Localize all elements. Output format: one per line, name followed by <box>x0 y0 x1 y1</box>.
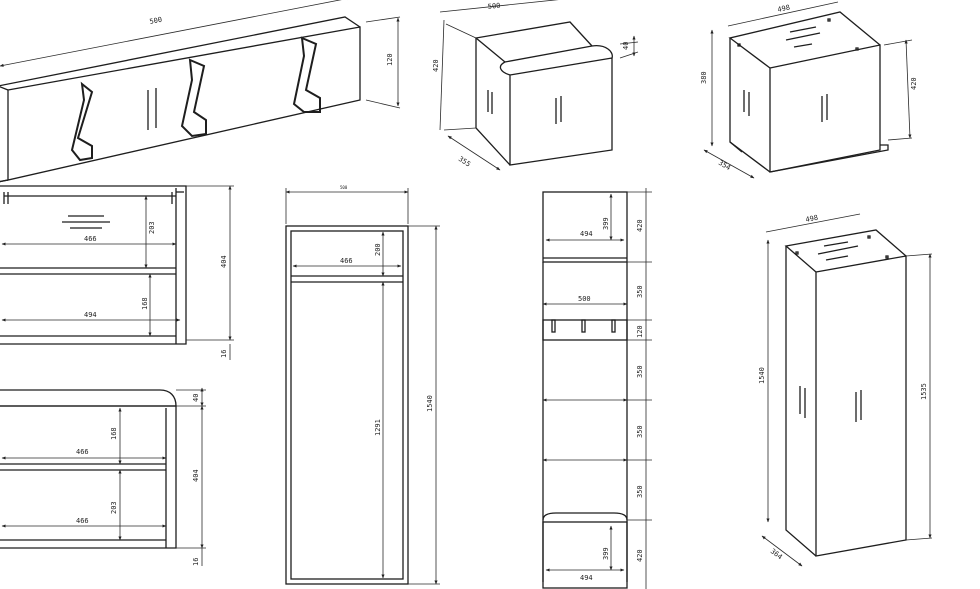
elevation-hook-height-label: 120 <box>636 325 644 338</box>
hook-1 <box>70 81 94 162</box>
shoe-cabinet-iso-drawing: 498 380 420 354 <box>700 1 918 179</box>
hook-panel-width-label: 500 <box>149 16 163 26</box>
wardrobe-front-inner-width-label: 466 <box>340 257 353 265</box>
shelf-cabinet-inner-top-label: 466 <box>84 235 97 243</box>
elevation-bottom-inner-label: 399 <box>602 547 610 560</box>
elevation-bottom-width-label: 494 <box>580 574 593 582</box>
bench-iso-cushion-label: 40 <box>622 42 630 50</box>
bench-front-bottom-width-label: 466 <box>76 517 89 525</box>
elevation-gap-4-label: 350 <box>636 485 644 498</box>
shoe-cabinet-side-label: 380 <box>700 71 708 84</box>
elevation-drawing: 494 399 500 399 494 420 350 120 350 <box>542 188 652 589</box>
wardrobe-front-top-label: 500 <box>340 185 348 190</box>
shoe-cabinet-height-label: 420 <box>910 77 918 90</box>
elevation-gap-2-label: 350 <box>636 365 644 378</box>
elevation-top-inner-label: 399 <box>602 217 610 230</box>
shelf-cabinet-compartment-top-label: 203 <box>148 221 156 234</box>
shelf-cabinet-compartment-bottom-label: 168 <box>141 297 149 310</box>
wardrobe-front-drawing: 500 466 200 1291 1540 <box>285 185 440 585</box>
wardrobe-iso-depth-label: 364 <box>769 547 784 561</box>
shelf-cabinet-base-label: 16 <box>220 350 228 358</box>
wardrobe-front-top-height-label: 200 <box>374 243 382 256</box>
wardrobe-front-door-height-label: 1291 <box>374 419 382 436</box>
bench-front-cushion-label: 40 <box>192 394 200 402</box>
elevation-top-width-label: 494 <box>580 230 593 238</box>
bench-iso-depth-label: 355 <box>457 155 472 169</box>
bench-front-compartment-bottom-label: 203 <box>110 501 118 514</box>
wardrobe-iso-side-height-label: 1535 <box>920 383 928 400</box>
bench-iso-drawing: 420 500 40 355 <box>432 0 639 171</box>
wardrobe-iso-drawing: 498 1540 1535 364 <box>758 213 933 567</box>
bench-front-compartment-top-label: 168 <box>110 427 118 440</box>
elevation-top-height-label: 420 <box>636 219 644 232</box>
bench-iso-width-label: 500 <box>487 2 500 11</box>
wardrobe-iso-height-label: 1540 <box>758 367 766 384</box>
elevation-gap-1-label: 350 <box>636 285 644 298</box>
bench-front-total-height-label: 404 <box>192 469 200 482</box>
bench-front-drawing: 466 466 168 203 40 404 16 <box>0 387 206 566</box>
hook-2 <box>180 58 207 138</box>
shoe-cabinet-depth-label: 354 <box>717 159 732 172</box>
wardrobe-front-total-height-label: 1540 <box>426 395 434 412</box>
shelf-cabinet-total-height-label: 404 <box>220 255 228 268</box>
bench-iso-height-label: 420 <box>432 59 440 72</box>
wardrobe-iso-width-label: 498 <box>805 214 819 224</box>
elevation-bottom-height-label: 420 <box>636 549 644 562</box>
shelf-cabinet-front-drawing: 466 494 203 168 404 16 <box>0 185 234 360</box>
hook-panel-drawing: 500 120 <box>0 0 401 183</box>
bench-front-base-label: 16 <box>192 558 200 566</box>
elevation-gap-3-label: 350 <box>636 425 644 438</box>
shelf-cabinet-inner-bottom-label: 494 <box>84 311 97 319</box>
hook-panel-height-label: 120 <box>386 53 394 66</box>
elevation-hook-width-label: 500 <box>578 295 591 303</box>
bench-front-top-width-label: 466 <box>76 448 89 456</box>
shoe-cabinet-width-label: 498 <box>777 3 791 13</box>
hook-3 <box>292 36 321 113</box>
